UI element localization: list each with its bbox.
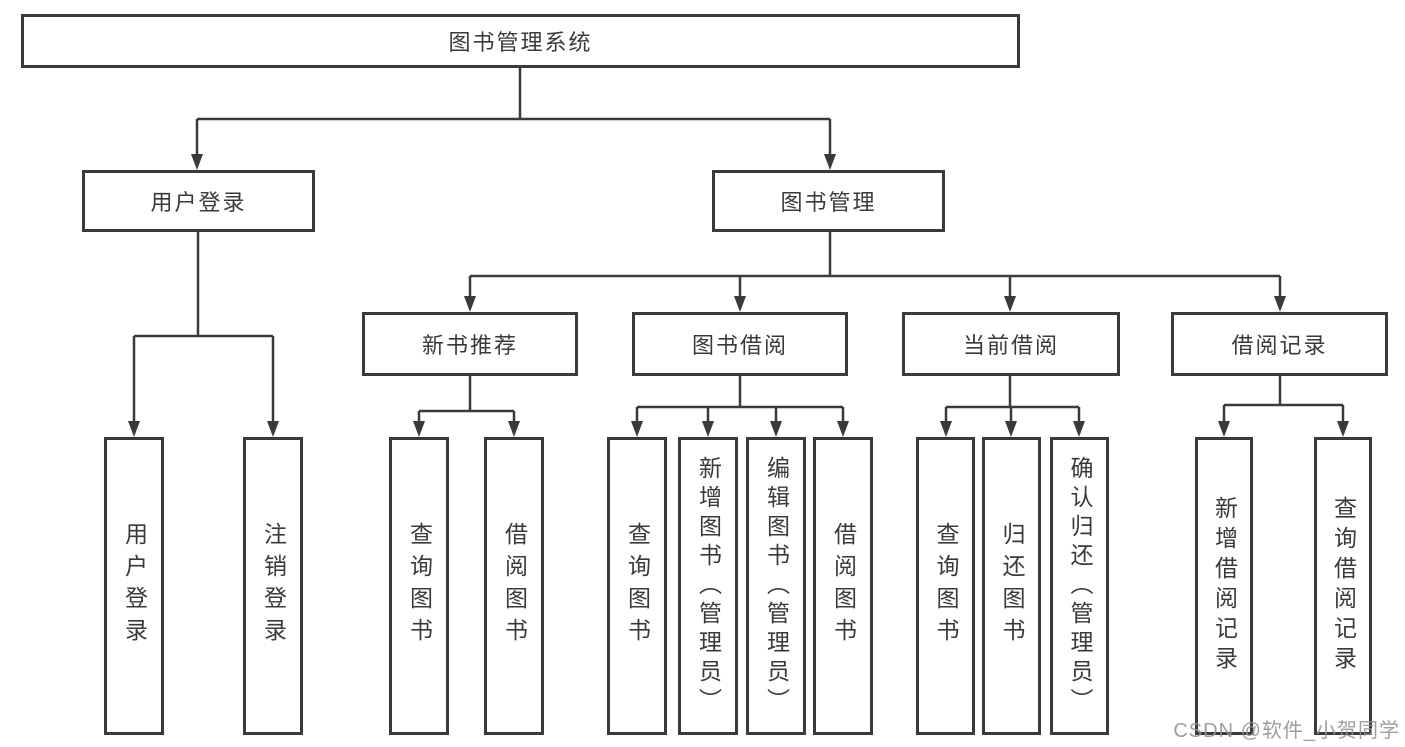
node-book-management-label: 图书管理 xyxy=(780,190,877,215)
node-user-login-label: 用户登录 xyxy=(150,190,247,215)
leaf-newbook-query: 查询图书 xyxy=(389,437,449,735)
leaf-current-confirm-return-label: 确认归还（管理员） xyxy=(1067,455,1093,717)
node-book-borrow-label: 图书借阅 xyxy=(691,333,788,358)
arrowheads xyxy=(128,154,1349,437)
node-user-login: 用户登录 xyxy=(82,170,315,232)
leaf-newbook-borrow-label: 借阅图书 xyxy=(501,522,528,650)
node-book-management: 图书管理 xyxy=(712,170,945,232)
leaf-user-login: 用户登录 xyxy=(104,437,164,735)
leaf-record-query-label: 查询借阅记录 xyxy=(1330,496,1357,676)
node-borrow-records: 借阅记录 xyxy=(1171,312,1388,376)
node-new-book-recommend-label: 新书推荐 xyxy=(421,333,518,358)
node-current-borrow: 当前借阅 xyxy=(902,312,1120,376)
leaf-current-return: 归还图书 xyxy=(982,437,1041,735)
node-new-book-recommend: 新书推荐 xyxy=(362,312,578,376)
leaf-borrow-borrow-book-label: 借阅图书 xyxy=(830,522,857,650)
leaf-current-return-label: 归还图书 xyxy=(999,522,1025,650)
leaf-borrow-query: 查询图书 xyxy=(607,437,667,735)
leaf-record-query: 查询借阅记录 xyxy=(1314,437,1372,735)
leaf-record-add: 新增借阅记录 xyxy=(1195,437,1253,735)
leaf-borrow-edit-book: 编辑图书（管理员） xyxy=(746,437,806,735)
leaf-borrow-edit-book-label: 编辑图书（管理员） xyxy=(763,455,790,717)
node-root: 图书管理系统 xyxy=(21,14,1020,68)
csdn-watermark: CSDN @软件_小贺同学 xyxy=(1173,720,1400,742)
leaf-newbook-borrow: 借阅图书 xyxy=(484,437,544,735)
leaf-current-confirm-return: 确认归还（管理员） xyxy=(1050,437,1109,735)
node-current-borrow-label: 当前借阅 xyxy=(962,333,1059,358)
leaf-borrow-add-book-label: 新增图书（管理员） xyxy=(695,455,722,717)
node-root-label: 图书管理系统 xyxy=(448,30,593,55)
node-borrow-records-label: 借阅记录 xyxy=(1231,333,1328,358)
leaf-current-query-label: 查询图书 xyxy=(933,522,959,650)
leaf-record-add-label: 新增借阅记录 xyxy=(1211,496,1238,676)
leaf-newbook-query-label: 查询图书 xyxy=(406,522,433,650)
leaf-current-query: 查询图书 xyxy=(916,437,975,735)
node-book-borrow: 图书借阅 xyxy=(632,312,848,376)
leaf-logout: 注销登录 xyxy=(243,437,303,735)
leaf-borrow-add-book: 新增图书（管理员） xyxy=(678,437,738,735)
leaf-logout-label: 注销登录 xyxy=(260,522,287,650)
leaf-borrow-borrow-book: 借阅图书 xyxy=(813,437,873,735)
leaf-borrow-query-label: 查询图书 xyxy=(624,522,651,650)
leaf-user-login-label: 用户登录 xyxy=(121,522,148,650)
